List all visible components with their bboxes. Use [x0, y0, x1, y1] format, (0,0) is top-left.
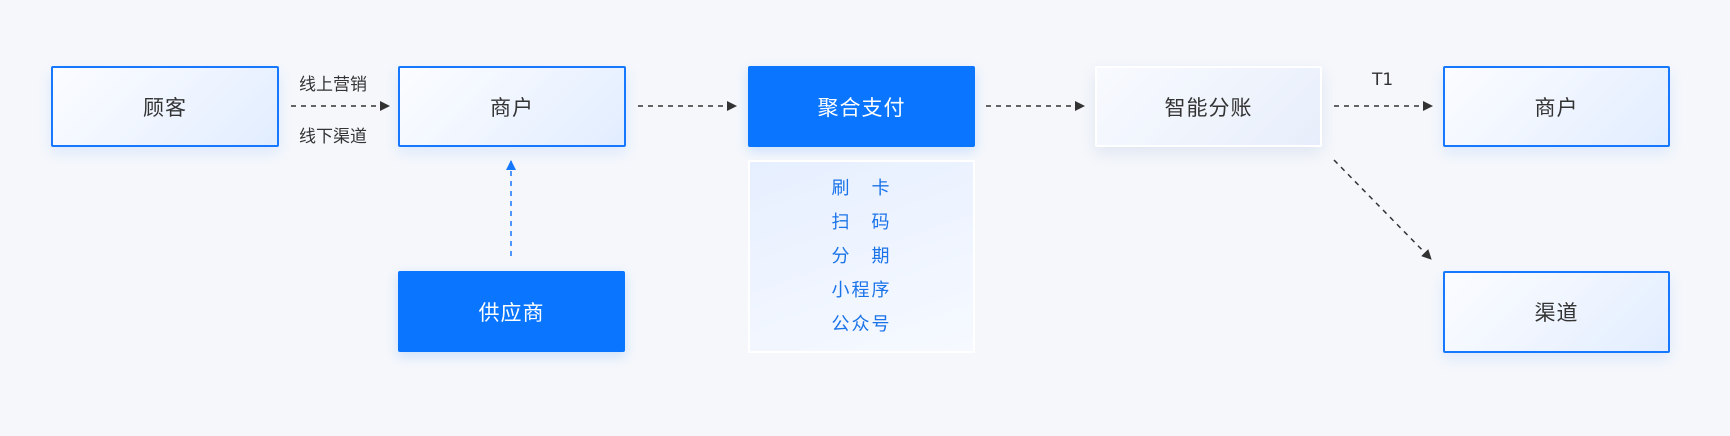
node-merchant-left-label: 商户	[490, 95, 534, 120]
node-merchant-right: 商户	[1443, 66, 1670, 147]
edge-label-online-marketing: 线上营销	[299, 75, 367, 95]
payment-method-mini-program: 小程序	[831, 279, 892, 301]
node-customer: 顾客	[51, 66, 279, 147]
node-aggregate-pay: 聚合支付	[748, 66, 975, 147]
edge-smart-split-to-channel	[1333, 159, 1432, 260]
edge-label-offline-channel: 线下渠道	[299, 127, 367, 147]
node-merchant-right-label: 商户	[1534, 95, 1579, 120]
payment-method-official-account: 公众号	[831, 313, 892, 335]
node-smart-split-label: 智能分账	[1164, 95, 1253, 120]
node-channel: 渠道	[1443, 271, 1670, 353]
node-merchant-left: 商户	[398, 66, 626, 147]
node-customer-label: 顾客	[143, 95, 187, 120]
payment-method-card: 刷 卡	[831, 177, 892, 199]
node-supplier: 供应商	[398, 271, 625, 352]
payment-method-scan: 扫 码	[831, 211, 892, 233]
payment-method-installment: 分 期	[831, 245, 892, 267]
node-channel-label: 渠道	[1534, 301, 1579, 325]
payment-methods-panel: 刷 卡 扫 码 分 期 小程序 公众号	[748, 160, 975, 353]
node-aggregate-pay-label: 聚合支付	[817, 95, 906, 120]
node-supplier-label: 供应商	[478, 300, 545, 325]
edge-label-settlement: T1	[1372, 70, 1394, 90]
node-smart-split: 智能分账	[1095, 66, 1322, 147]
